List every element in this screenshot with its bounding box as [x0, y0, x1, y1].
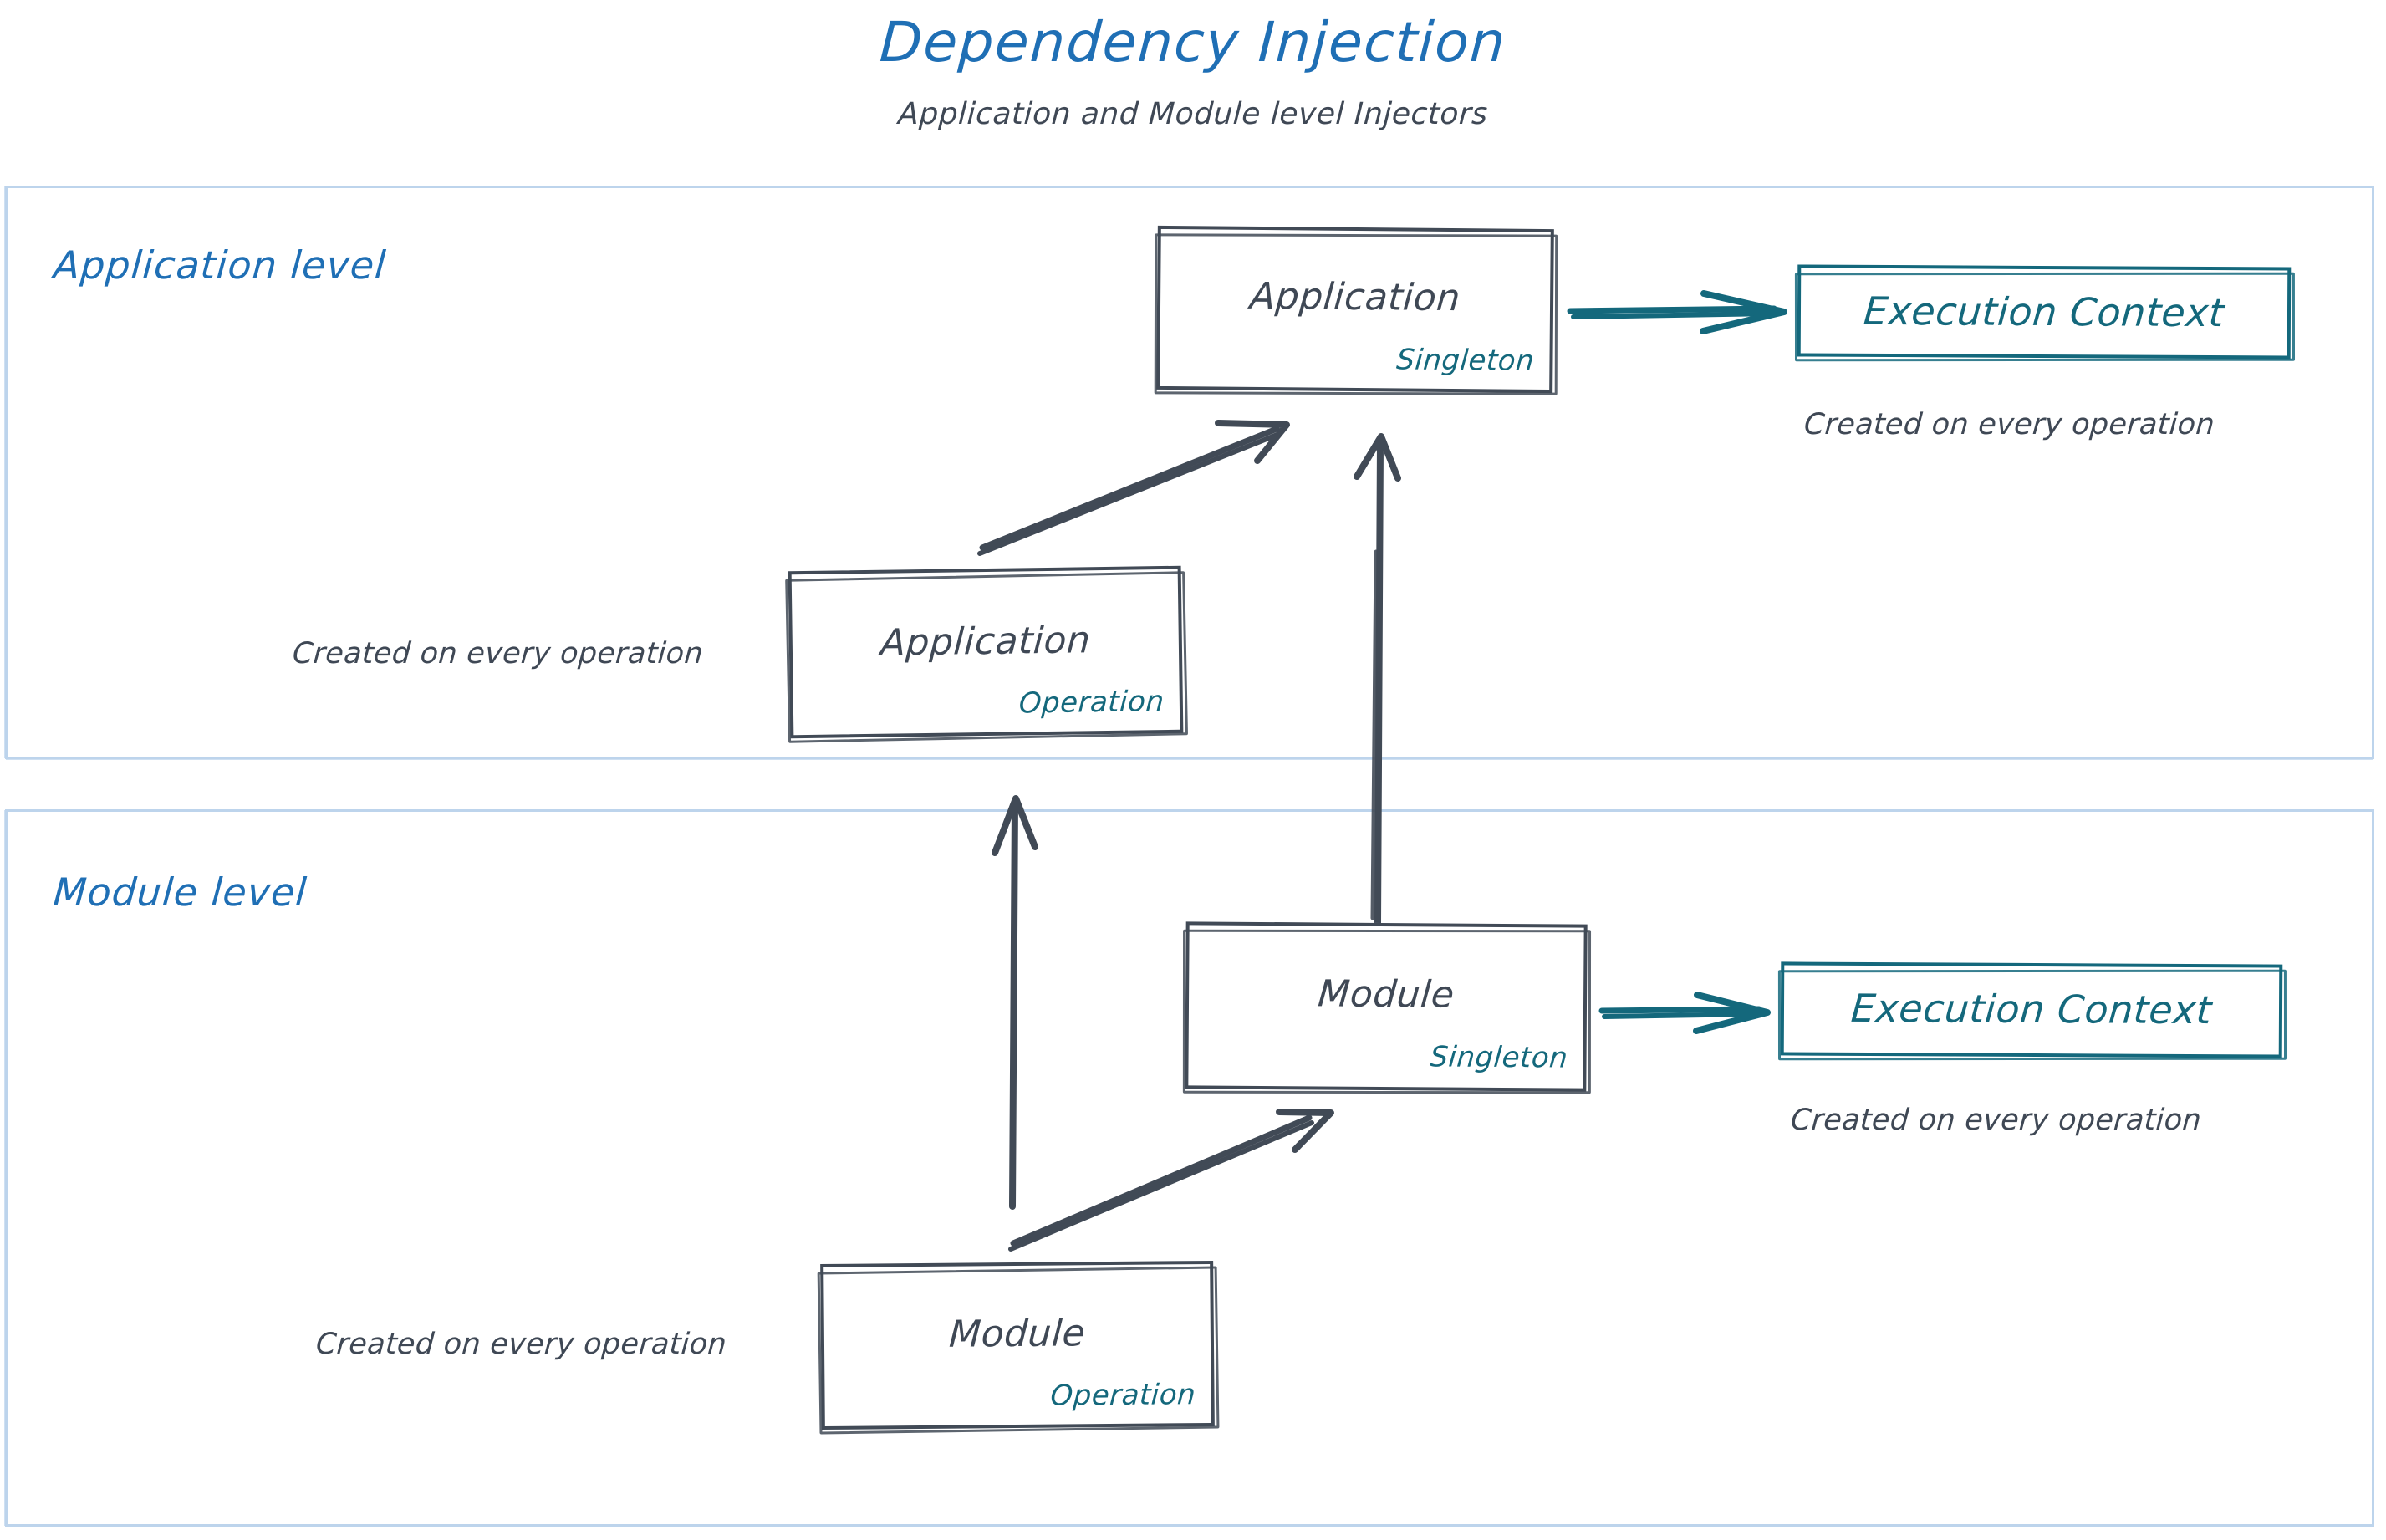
node-title: Application [1248, 274, 1462, 320]
node-scope-badge: Operation [1049, 1378, 1197, 1413]
application-level-container [5, 186, 2374, 759]
node-title: Execution Context [1849, 985, 2214, 1033]
page-subtitle: Application and Module level Injectors [897, 97, 1489, 131]
page-title: Dependency Injection [878, 10, 1508, 74]
node-title: Module [947, 1312, 1087, 1356]
module-level-label: Module level [52, 869, 309, 915]
node-scope-badge: Operation [1018, 685, 1165, 721]
caption-module-operation: Created on every operation [314, 1328, 728, 1361]
node-title: Execution Context [1862, 288, 2226, 336]
node-scope-badge: Singleton [1429, 1040, 1570, 1075]
caption-execution-context-module: Created on every operation [1789, 1104, 2203, 1137]
caption-execution-context-application: Created on every operation [1802, 408, 2216, 441]
node-execution-context-module[interactable]: Execution Context [1780, 961, 2283, 1058]
node-title: Module [1316, 972, 1456, 1017]
node-module-operation[interactable]: Module Operation [820, 1260, 1215, 1430]
node-application-operation[interactable]: Application Operation [788, 565, 1184, 739]
node-title: Application [879, 619, 1092, 665]
application-level-label: Application level [52, 242, 388, 288]
node-execution-context-application[interactable]: Execution Context [1797, 264, 2292, 360]
node-scope-badge: Singleton [1395, 343, 1537, 378]
node-application-singleton[interactable]: Application Singleton [1156, 225, 1554, 394]
node-module-singleton[interactable]: Module Singleton [1185, 921, 1588, 1092]
caption-application-operation: Created on every operation [291, 637, 705, 671]
module-level-container [5, 809, 2374, 1527]
